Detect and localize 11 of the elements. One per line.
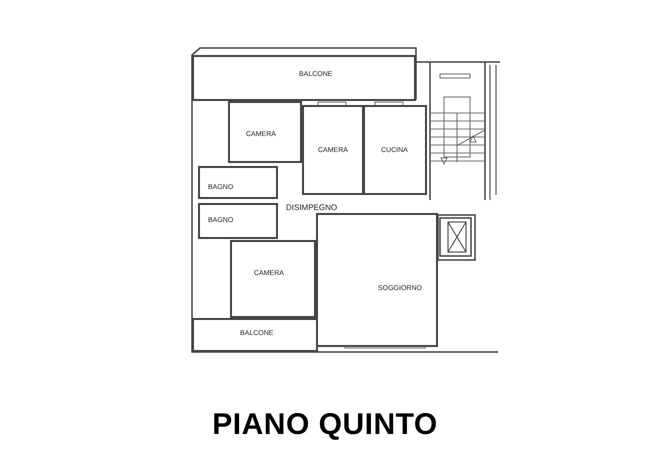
room-outline <box>192 318 318 352</box>
room-label: DISIMPEGNO <box>286 203 338 212</box>
room-outline <box>198 203 278 239</box>
room-outline <box>198 166 278 199</box>
room-outline <box>228 101 302 163</box>
room-outline <box>363 105 427 195</box>
room-outline <box>316 213 438 347</box>
room-outline <box>230 240 316 318</box>
room-outline <box>192 55 416 101</box>
room-outline <box>302 105 364 195</box>
floor-title: PIANO QUINTO <box>211 408 439 442</box>
